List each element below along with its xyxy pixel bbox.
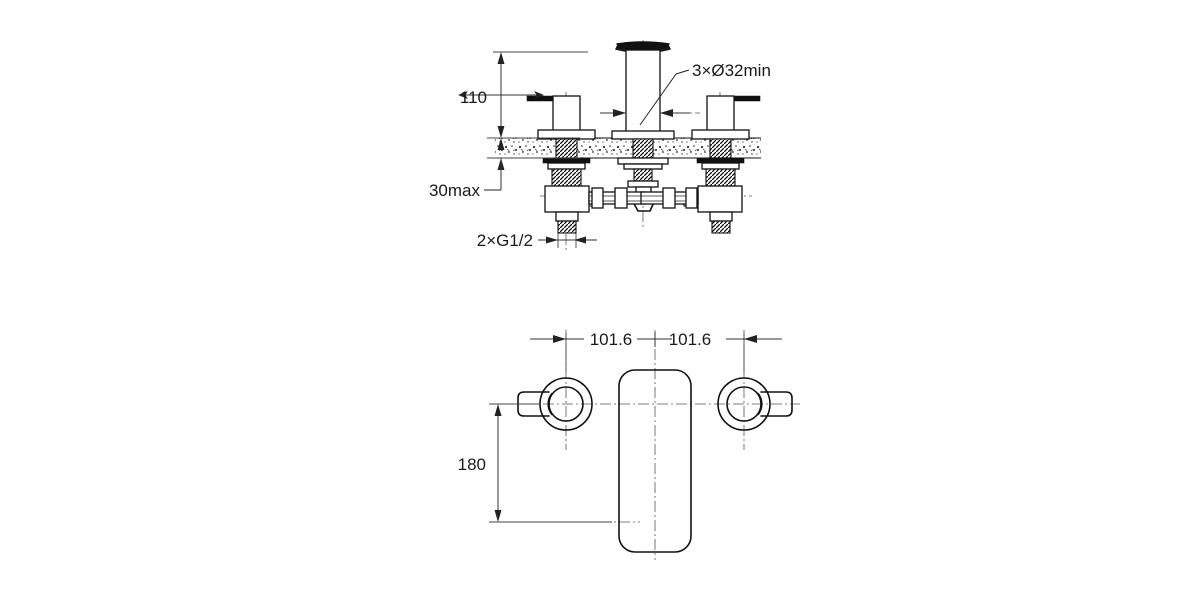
- plan-view: 101.6 101.6 180: [458, 330, 800, 560]
- horizontal-connector-pipe: [588, 187, 699, 209]
- dimension-label-180: 180: [458, 455, 486, 474]
- right-handle-elevation: [683, 95, 761, 234]
- dimension-holes-3xD32min: 3×Ø32min: [600, 61, 771, 126]
- center-spout: [611, 41, 675, 212]
- spout-plate-plan: [618, 369, 692, 553]
- dimension-height-110: 110: [458, 51, 588, 139]
- dimension-label-3xD32min: 3×Ø32min: [692, 61, 771, 80]
- dimension-label-2xG12: 2×G1/2: [477, 231, 533, 250]
- dimension-label-110: 110: [460, 88, 487, 107]
- left-handle-elevation: [526, 95, 604, 234]
- dimension-deck-30max: 30max: [429, 138, 580, 200]
- dimension-label-101-6-left: 101.6: [590, 330, 633, 349]
- dimension-thread-2xG12: 2×G1/2: [477, 231, 597, 250]
- dimension-spout-180: 180: [458, 403, 612, 523]
- elevation-view: 110 30max 2×G1/2: [429, 40, 771, 250]
- dimension-label-30max: 30max: [429, 181, 481, 200]
- dimension-spacing-101-6: 101.6 101.6: [530, 330, 782, 372]
- dimension-label-101-6-right: 101.6: [669, 330, 712, 349]
- right-handle-plan: [717, 377, 793, 431]
